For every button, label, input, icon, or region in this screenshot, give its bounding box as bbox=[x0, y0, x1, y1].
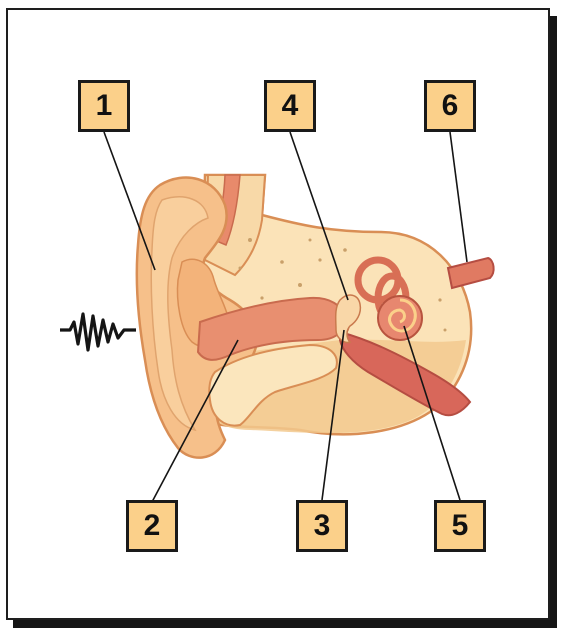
label-5: 5 bbox=[434, 500, 486, 552]
cochlea bbox=[378, 296, 422, 340]
label-2: 2 bbox=[126, 500, 178, 552]
sound-wave-icon bbox=[60, 314, 136, 350]
auditory-nerve bbox=[448, 258, 494, 288]
leader-line-6 bbox=[450, 132, 467, 262]
label-1: 1 bbox=[78, 80, 130, 132]
label-4: 4 bbox=[264, 80, 316, 132]
label-6: 6 bbox=[424, 80, 476, 132]
label-3: 3 bbox=[296, 500, 348, 552]
